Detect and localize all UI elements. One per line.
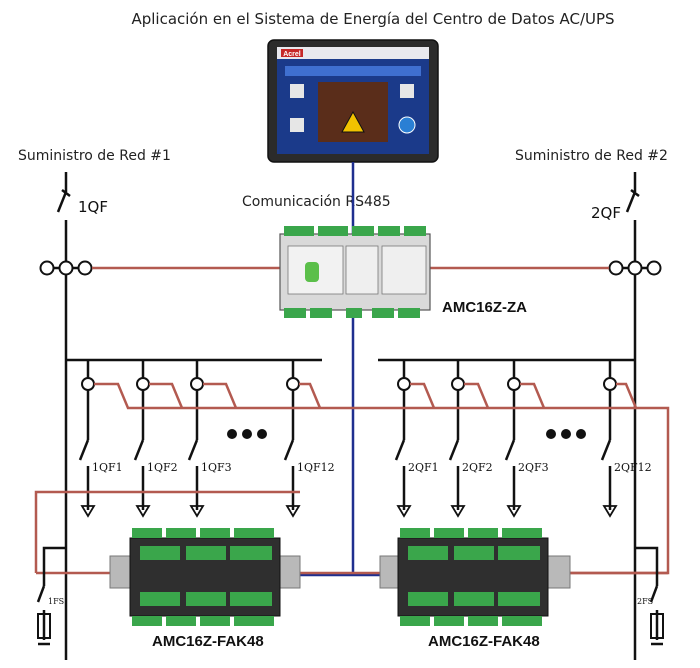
feeder-label-right-3: 2QF3	[518, 461, 549, 474]
brand-text: Acrel	[283, 51, 301, 58]
feeder-right-3	[504, 360, 522, 518]
ellipsis-right	[546, 429, 586, 439]
feeder-label-right-1: 2QF1	[408, 461, 439, 474]
module-center-label: AMC16Z-ZA	[442, 299, 527, 316]
feeder-label-left-12: 1QF12	[297, 461, 335, 474]
supply-label-left: Suministro de Red #1	[18, 148, 171, 164]
fuse-branch-right	[635, 546, 664, 646]
module-left-label: AMC16Z-FAK48	[152, 633, 264, 650]
feeder-label-right-2: 2QF2	[462, 461, 493, 474]
ct-signal-loop-right	[410, 382, 638, 409]
feeder-left-3	[187, 360, 205, 518]
hmi-panel: Acrel	[267, 39, 439, 163]
feeder-label-left-3: 1QF3	[201, 461, 232, 474]
fuse-label-left: 1FS	[48, 597, 64, 606]
fuse-branch-left	[36, 546, 66, 646]
module-right-label: AMC16Z-FAK48	[428, 633, 540, 650]
breaker-label-left: 1QF	[78, 198, 108, 216]
feeder-label-right-12: 2QF12	[614, 461, 652, 474]
brand-logo	[281, 49, 303, 57]
rs485-bus	[295, 162, 398, 577]
supply-label-right: Suministro de Red #2	[515, 148, 668, 164]
ellipsis-left	[227, 429, 267, 439]
feeder-left-12	[283, 360, 301, 518]
feeder-right-2	[448, 360, 466, 518]
ct-left	[39, 260, 93, 276]
diagram-title: Aplicación en el Sistema de Energía del …	[131, 10, 614, 28]
feeder-label-left-2: 1QF2	[147, 461, 178, 474]
breaker-label-right: 2QF	[591, 204, 621, 222]
comm-label: Comunicación RS485	[242, 194, 391, 210]
fuse-label-right: 2FS	[637, 597, 653, 606]
module-center	[279, 226, 431, 318]
feeder-right-1	[394, 360, 412, 518]
feeder-right-12	[600, 360, 618, 518]
module-left	[109, 528, 301, 626]
main-line-right	[625, 172, 640, 660]
feeder-label-left-1: 1QF1	[92, 461, 123, 474]
main-line-left	[56, 172, 71, 660]
module-right	[379, 528, 571, 626]
ct-right	[608, 260, 662, 276]
